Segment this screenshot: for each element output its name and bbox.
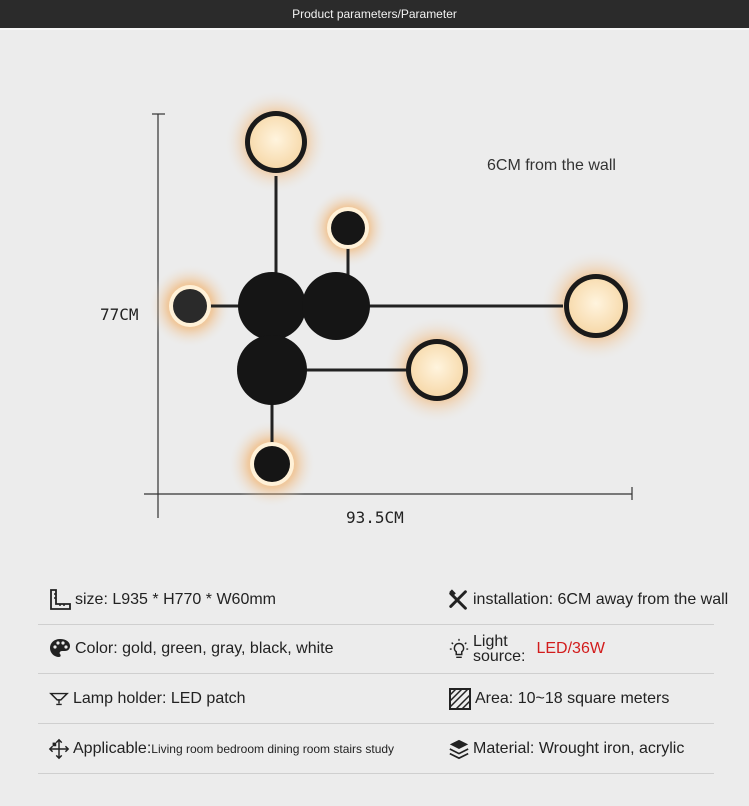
ring-light-middle <box>406 339 468 401</box>
ring-light-top <box>245 111 307 173</box>
spec-area-value: 10~18 square meters <box>517 690 670 707</box>
spec-area: Area: 10~18 square meters <box>448 675 669 723</box>
spec-installation-label: installation: <box>473 591 554 608</box>
spec-applicable: Applicable:Living room bedroom dining ro… <box>48 725 394 773</box>
spec-installation: installation: 6CM away from the wall <box>448 576 728 624</box>
expand-icon <box>48 738 70 760</box>
spec-lamp-holder-label: Lamp holder: <box>73 690 167 707</box>
spec-light-source-label-line2: source: <box>473 648 526 665</box>
lamp-hub <box>237 272 370 405</box>
spec-size: size: L935 * H770 * W60mm <box>48 576 276 624</box>
wall-distance-note: 6CM from the wall <box>487 157 616 174</box>
width-label: 93.5CM <box>346 508 404 527</box>
spec-material-value: Wrought iron, acrylic <box>538 740 685 757</box>
spec-light-source-value: LED/36W <box>536 640 605 657</box>
spec-row-1: size: L935 * H770 * W60mm installation: … <box>38 576 728 625</box>
spec-color: Color: gold, green, gray, black, white <box>48 625 334 673</box>
spec-lamp-holder: Lamp holder: LED patch <box>48 675 246 723</box>
page-title-bar: Product parameters/Parameter <box>0 0 749 28</box>
spec-installation-value: 6CM away from the wall <box>557 591 729 608</box>
spec-size-label: size: <box>75 591 108 608</box>
lamp-icon <box>49 692 69 706</box>
spec-row-4: Applicable:Living room bedroom dining ro… <box>38 725 714 774</box>
ring-light-left <box>169 285 211 327</box>
spec-size-value: L935 * H770 * W60mm <box>112 591 276 608</box>
spec-area-label: Area: <box>475 690 514 707</box>
palette-icon <box>50 639 70 657</box>
page-title: Product parameters/Parameter <box>292 7 457 21</box>
layers-icon <box>449 739 469 760</box>
spec-light-source-label: Light source: <box>473 633 526 665</box>
spec-lamp-holder-value: LED patch <box>170 690 246 707</box>
ruler-icon <box>50 589 71 610</box>
tools-icon <box>449 589 467 610</box>
lamp-illustration <box>144 90 652 518</box>
area-icon <box>449 688 471 710</box>
bulb-icon <box>449 638 469 658</box>
spec-material: Material: Wrought iron, acrylic <box>448 725 684 773</box>
spec-row-2: Color: gold, green, gray, black, white L… <box>38 625 714 674</box>
spec-applicable-value: Living room bedroom dining room stairs s… <box>151 742 395 756</box>
width-dimension-line <box>144 487 633 500</box>
ring-light-right <box>564 274 628 338</box>
ring-light-upper-small <box>327 207 369 249</box>
ring-light-bottom <box>250 442 294 486</box>
height-label: 77CM <box>100 305 139 324</box>
spec-applicable-label: Applicable: <box>73 740 152 757</box>
spec-light-source-label-line1: Light <box>473 633 508 650</box>
spec-color-label: Color: <box>75 640 118 657</box>
spec-material-label: Material: <box>473 740 535 757</box>
divider <box>0 28 749 30</box>
spec-light-source: Light source: LED/36W <box>448 625 605 673</box>
spec-row-3: Lamp holder: LED patch Area: 10~18 squar… <box>38 675 714 724</box>
spec-color-value: gold, green, gray, black, white <box>122 640 334 657</box>
